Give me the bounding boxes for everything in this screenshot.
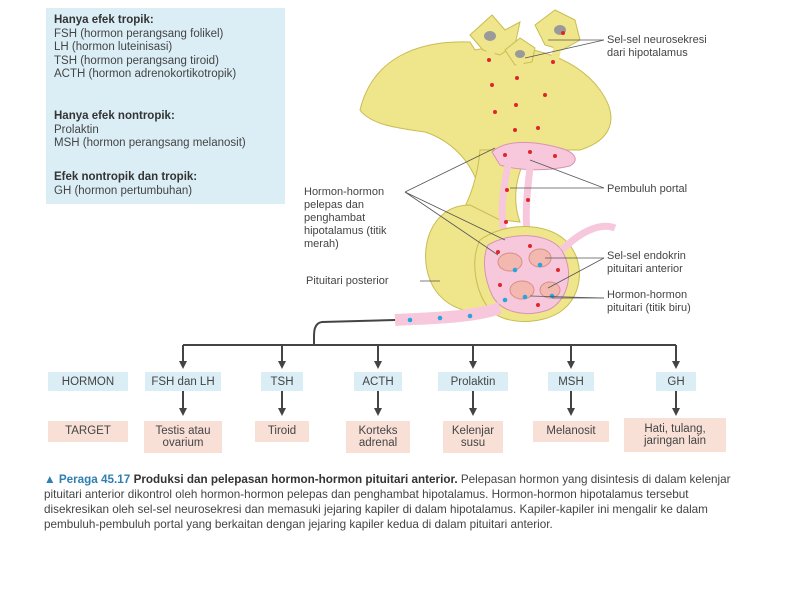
- portal-vessel: [559, 222, 617, 253]
- legend-item: LH (hormon luteinisasi): [54, 41, 173, 54]
- label-pituitary-hormones: Hormon-hormon pituitari (titik biru): [607, 289, 691, 314]
- figure-caption: ▲ Peraga 45.17 Produksi dan pelepasan ho…: [44, 472, 744, 532]
- target-box: Tiroid: [255, 421, 309, 442]
- red-dots-hypothalamic-hormones: [487, 31, 565, 307]
- label-releasing-hormones: Hormon-hormon pelepas dan penghambat hip…: [304, 186, 387, 250]
- caption-figure-number: Peraga 45.17: [58, 473, 131, 486]
- target-box: Testis atau ovarium: [144, 421, 222, 453]
- blue-dots-pituitary-hormones: [407, 262, 555, 323]
- hormone-box: TSH: [261, 372, 303, 391]
- secondary-capillary-bed: [484, 235, 570, 314]
- outflow-vessel: [394, 302, 502, 326]
- target-box: Melanosit: [533, 421, 609, 442]
- target-box: Korteks adrenal: [346, 421, 410, 453]
- legend-section-nontropic: Hanya efek nontropik: Prolaktin MSH (hor…: [54, 110, 246, 151]
- label-neurosecretory-cells: Sel-sel neurosekresi dari hipotalamus: [607, 34, 707, 59]
- legend-item: Prolaktin: [54, 123, 99, 136]
- target-box: Kelenjar susu: [443, 421, 503, 453]
- caption-marker-icon: ▲: [44, 473, 56, 486]
- legend-item: ACTH (hormon adrenokortikotropik): [54, 68, 237, 81]
- caption-title: Produksi dan pelepasan hormon-hormon pit…: [133, 473, 458, 486]
- cell-nucleus: [484, 31, 496, 41]
- label-endocrine-cells: Sel-sel endokrin pituitari anterior: [607, 250, 686, 275]
- hormone-box: GH: [656, 372, 696, 391]
- hormone-box: FSH dan LH: [145, 372, 221, 391]
- hormone-box: MSH: [548, 372, 594, 391]
- endocrine-cell: [497, 252, 523, 272]
- legend-heading: Hanya efek nontropik:: [54, 110, 175, 122]
- row-label-hormone: HORMON: [48, 372, 128, 391]
- legend-section-both: Efek nontropik dan tropik: GH (hormon pe…: [54, 171, 197, 198]
- hormone-box: Prolaktin: [438, 372, 508, 391]
- caption-body: Pelepasan hormon yang disintesis di dala…: [44, 473, 731, 531]
- legend-heading: Hanya efek tropik:: [54, 14, 154, 26]
- hormone-box: ACTH: [354, 372, 402, 391]
- legend-item: MSH (hormon perangsang melanosit): [54, 137, 246, 150]
- legend-item: FSH (hormon perangsang folikel): [54, 27, 224, 40]
- label-posterior-pituitary: Pituitari posterior: [306, 275, 389, 287]
- primary-capillary-network: [491, 141, 576, 171]
- legend-item: TSH (hormon perangsang tiroid): [54, 54, 219, 67]
- endocrine-cell: [539, 281, 561, 299]
- row-label-target: TARGET: [48, 421, 128, 442]
- target-box: Hati, tulang, jaringan lain: [624, 418, 726, 452]
- label-portal-vessels: Pembuluh portal: [607, 183, 688, 195]
- axon: [486, 44, 502, 151]
- legend-heading: Efek nontropik dan tropik:: [54, 171, 198, 183]
- hormone-legend-panel: Hanya efek tropik: FSH (hormon perangsan…: [46, 8, 285, 204]
- endocrine-cell: [509, 280, 535, 300]
- cell-nucleus: [515, 50, 525, 58]
- legend-item: GH (hormon pertumbuhan): [54, 184, 193, 197]
- legend-section-tropic: Hanya efek tropik: FSH (hormon perangsan…: [54, 14, 236, 82]
